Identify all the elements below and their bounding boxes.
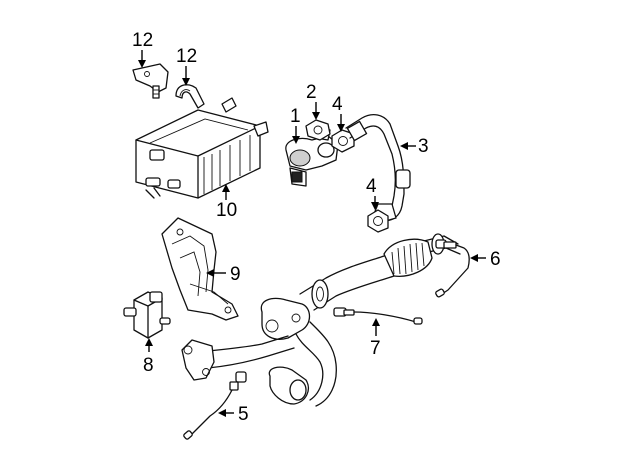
callout-1: 1 bbox=[290, 106, 301, 144]
callout-label-12: 12 bbox=[176, 46, 197, 67]
callout-label-9: 9 bbox=[230, 264, 241, 285]
gasket-part-4-lower bbox=[367, 209, 389, 233]
callout-3: 3 bbox=[400, 136, 429, 157]
callout-5: 5 bbox=[218, 404, 249, 425]
egr-tube-part-3 bbox=[345, 113, 411, 223]
callout-label-4-upper: 4 bbox=[332, 94, 343, 115]
callout-label-6: 6 bbox=[490, 249, 501, 270]
callout-8: 8 bbox=[143, 338, 154, 376]
callout-label-11: 12 bbox=[132, 30, 153, 51]
callout-label-3: 3 bbox=[418, 136, 429, 157]
heat-shield-part-9 bbox=[161, 217, 239, 321]
callout-6: 6 bbox=[470, 249, 501, 270]
callout-label-7: 7 bbox=[370, 338, 381, 359]
solenoid-part-8 bbox=[123, 291, 171, 339]
callout-label-1: 1 bbox=[290, 106, 301, 127]
o2-sensor-part-7 bbox=[333, 307, 423, 325]
o2-sensor-part-5 bbox=[183, 371, 247, 440]
callout-7: 7 bbox=[370, 318, 381, 359]
exhaust-assembly bbox=[181, 233, 461, 407]
callout-10: 10 bbox=[216, 184, 237, 221]
o2-sensor-part-6 bbox=[435, 239, 470, 298]
callout-label-2: 2 bbox=[306, 82, 317, 103]
callout-2: 2 bbox=[306, 82, 320, 120]
callout-label-10: 10 bbox=[216, 200, 237, 221]
callout-4-lower: 4 bbox=[366, 176, 379, 210]
canister-part-10 bbox=[135, 97, 269, 199]
strap-clamp-part-12 bbox=[175, 84, 205, 109]
callout-label-5: 5 bbox=[238, 404, 249, 425]
callout-12: 12 bbox=[176, 46, 197, 86]
bracket-part-11 bbox=[132, 63, 169, 99]
callout-label-8: 8 bbox=[143, 355, 154, 376]
callout-11: 12 bbox=[132, 30, 153, 68]
callout-4-upper: 4 bbox=[332, 94, 345, 132]
callout-9: 9 bbox=[206, 264, 241, 285]
callout-label-4-lower: 4 bbox=[366, 176, 377, 197]
